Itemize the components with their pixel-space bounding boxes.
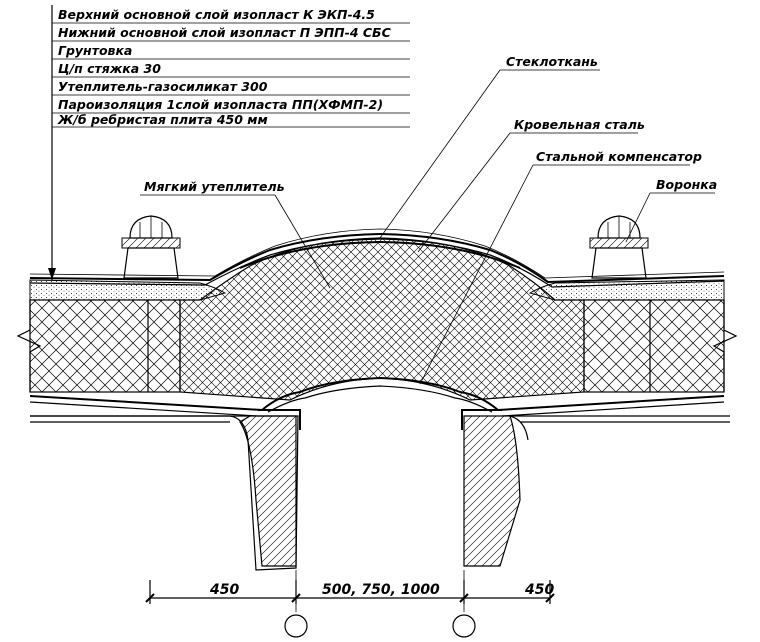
dimension-left-label: 450 xyxy=(209,582,239,598)
callout-steel-compensator: Стальной компенсатор xyxy=(419,149,702,385)
right-screed xyxy=(528,279,725,301)
right-clamp xyxy=(461,409,502,430)
left-funnel xyxy=(121,215,181,279)
callout-fiberglass: Стеклоткань xyxy=(379,54,600,239)
layer-legend: Верхний основной слой изопласт К ЭКП-4.5… xyxy=(48,5,410,280)
steel-compensator xyxy=(261,376,499,411)
callout-soft-insulation-label: Мягкий утеплитель xyxy=(144,179,285,194)
dimension-middle-label: 500, 750, 1000 xyxy=(322,582,440,598)
callout-roofing-steel-label: Кровельная сталь xyxy=(514,117,645,132)
roofing-steel xyxy=(239,240,521,269)
right-funnel xyxy=(589,215,649,279)
layer-label-7: Ж/б ребристая плита 450 мм xyxy=(57,112,268,127)
callout-funnel: Воронка xyxy=(625,177,717,243)
fiberglass-sheet xyxy=(29,228,725,279)
callout-roofing-steel: Кровельная сталь xyxy=(417,117,645,253)
layer-label-6: Пароизоляция 1слой изопласта ПП(ХФМП-2) xyxy=(58,97,383,112)
right-break-mark xyxy=(712,300,738,392)
left-break-mark xyxy=(16,300,42,392)
axis-marker-left xyxy=(284,614,308,638)
callout-steel-compensator-label: Стальной компенсатор xyxy=(536,149,702,164)
layer-label-2: Нижний основной слой изопласт П ЭПП-4 СБ… xyxy=(58,25,392,40)
callout-fiberglass-label: Стеклоткань xyxy=(506,54,598,69)
dimension-line: 450 500, 750, 1000 450 xyxy=(145,570,555,612)
layer-label-3: Грунтовка xyxy=(58,43,132,58)
layer-label-1: Верхний основной слой изопласт К ЭКП-4.5 xyxy=(58,7,375,22)
dimension-right-label: 450 xyxy=(524,582,554,598)
callout-funnel-label: Воронка xyxy=(656,177,717,192)
vapor-barrier-left xyxy=(29,395,263,411)
axis-marker-right xyxy=(452,614,476,638)
callout-soft-insulation: Мягкий утеплитель xyxy=(140,179,331,289)
left-insulation xyxy=(29,299,181,393)
layer-label-5: Утеплитель-газосиликат 300 xyxy=(58,79,268,94)
right-slab-rib xyxy=(463,415,521,567)
left-slab-rib xyxy=(239,415,297,567)
left-clamp xyxy=(258,409,301,430)
vapor-barrier-right xyxy=(497,395,725,411)
roofing-membrane-top xyxy=(29,232,725,284)
right-insulation xyxy=(583,299,725,393)
layer-label-4: Ц/п стяжка 30 xyxy=(58,61,161,76)
roof-section xyxy=(16,215,738,571)
